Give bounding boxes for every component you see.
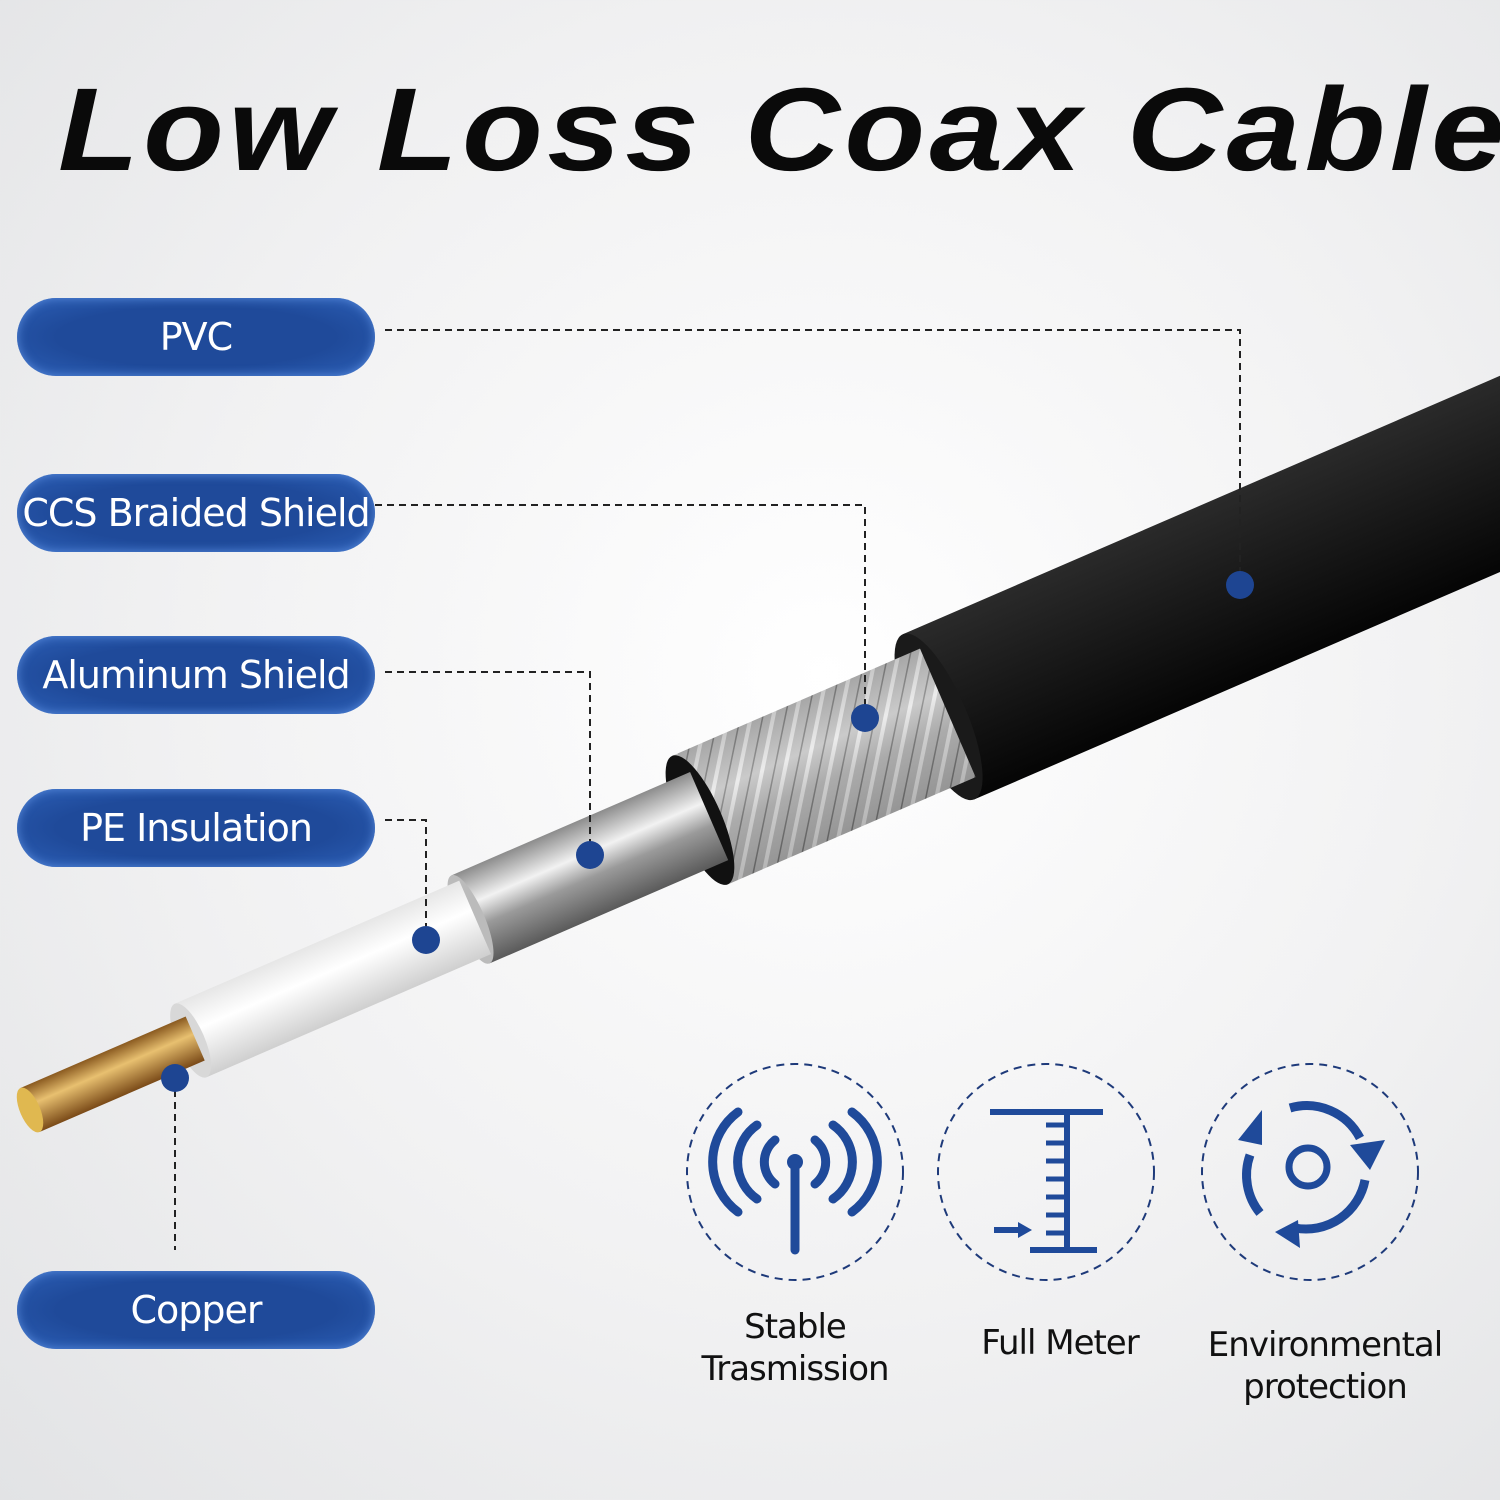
feature-line: Environmental xyxy=(1207,1325,1443,1365)
feature-line: Full Meter xyxy=(981,1323,1139,1363)
label-copper: Copper xyxy=(17,1271,375,1349)
feature-environmental-protection: Environmental protection xyxy=(1195,1324,1455,1408)
feature-line: Stable xyxy=(744,1307,847,1347)
pvc-jacket xyxy=(902,356,1500,800)
marker-dots xyxy=(161,571,1254,1092)
label-pvc: PVC xyxy=(17,298,375,376)
pe-insulation xyxy=(174,880,491,1078)
label-pe-insulation: PE Insulation xyxy=(17,789,375,867)
label-ccs-braided-shield: CCS Braided Shield xyxy=(17,474,375,552)
feature-full-meter: Full Meter xyxy=(940,1322,1180,1364)
ruler-icon xyxy=(990,1109,1103,1253)
antenna-icon xyxy=(708,1107,882,1255)
recycle-icon xyxy=(1238,1101,1385,1248)
feature-stable-transmission: Stable Trasmission xyxy=(670,1306,920,1390)
feature-line: Trasmission xyxy=(701,1349,889,1389)
copper-core xyxy=(20,1016,205,1133)
feature-line: protection xyxy=(1243,1367,1408,1407)
page-title: Low Loss Coax Cable xyxy=(58,64,1500,196)
leader-lines xyxy=(174,329,1241,1250)
label-aluminum-shield: Aluminum Shield xyxy=(17,636,375,714)
